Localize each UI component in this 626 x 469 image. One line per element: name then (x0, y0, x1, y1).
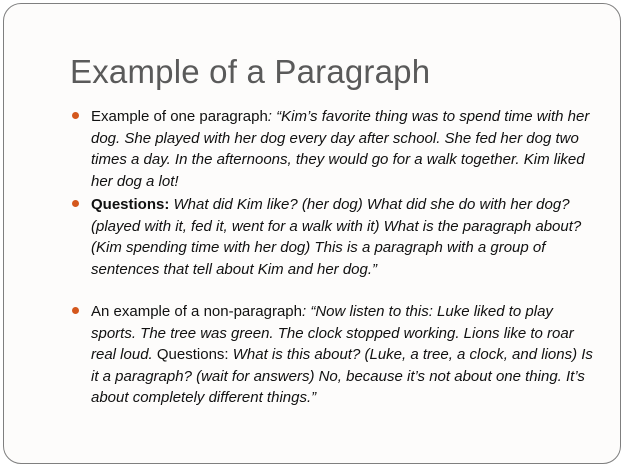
bullet-dot-icon (72, 307, 79, 314)
bullet-questions-label: Questions: (156, 346, 233, 363)
bullet-item-questions: Questions: What did Kim like? (her dog) … (70, 194, 602, 280)
bullet-lead: Questions: (91, 196, 170, 213)
slide-title: Example of a Paragraph (70, 53, 431, 90)
bullet-list: Example of one paragraph: “Kim’s favorit… (70, 106, 602, 411)
bullet-item-one-paragraph: Example of one paragraph: “Kim’s favorit… (70, 106, 602, 192)
slide: Example of a Paragraph Example of one pa… (3, 3, 621, 464)
bullet-text: : “Kim’s favorite thing was to spend tim… (91, 108, 590, 190)
bullet-text: : “Now listen to this: Luke liked to pla… (91, 303, 574, 363)
bullet-item-non-paragraph: An example of a non-paragraph: “Now list… (70, 301, 602, 409)
bullet-text: What is this about? (Luke, a tree, a clo… (91, 346, 593, 406)
bullet-lead: Example of one paragraph (91, 108, 268, 125)
bullet-lead: An example of a non-paragraph (91, 303, 302, 320)
bullet-dot-icon (72, 200, 79, 207)
bullet-text: What did Kim like? (her dog) What did sh… (91, 196, 582, 278)
bullet-dot-icon (72, 112, 79, 119)
